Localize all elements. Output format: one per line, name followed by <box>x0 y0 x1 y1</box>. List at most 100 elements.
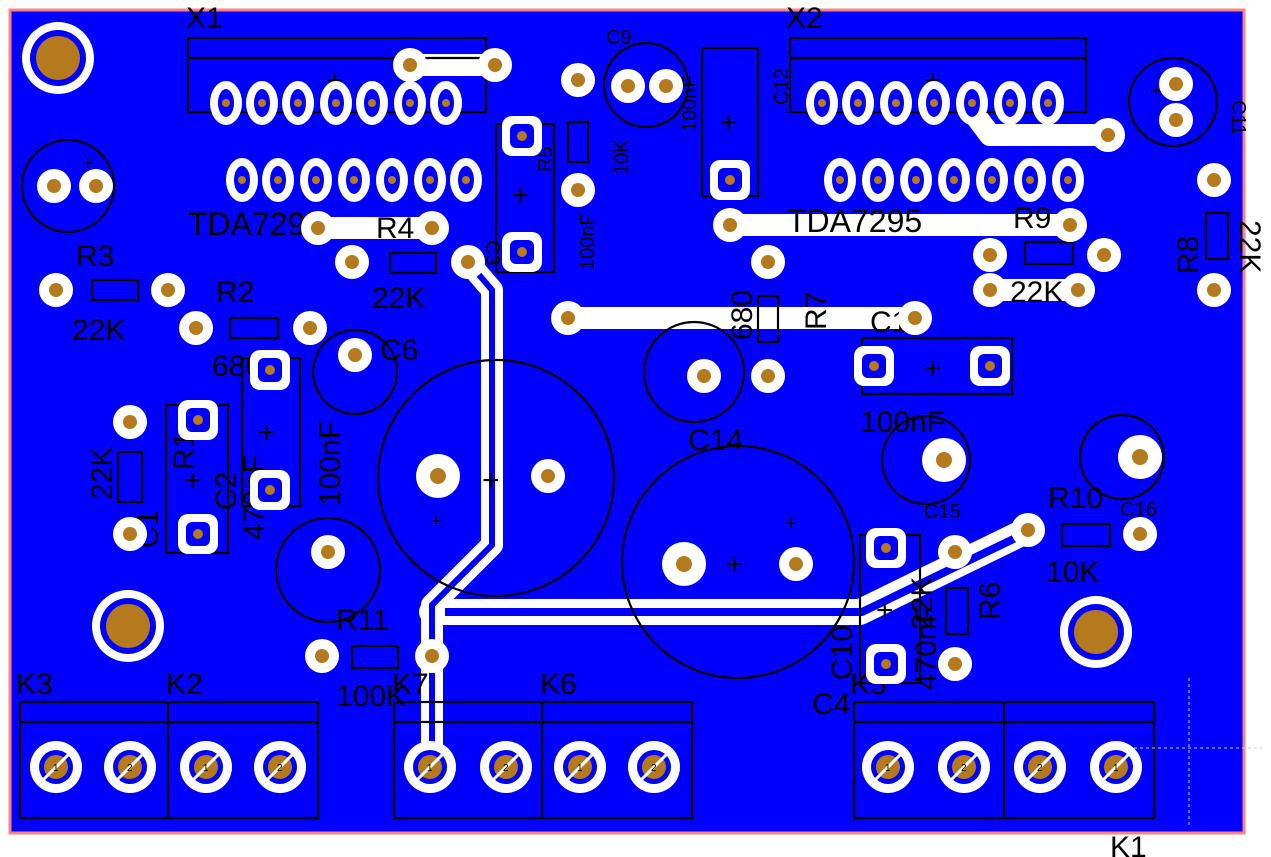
terminal-pad: 1 <box>30 741 82 793</box>
c3-label: C3 <box>481 240 503 266</box>
svg-text:+: + <box>482 464 500 497</box>
svg-text:+: + <box>924 352 942 385</box>
svg-text:+: + <box>876 594 894 627</box>
tda2-pin-bottom <box>900 158 932 202</box>
terminal-pad: 2 <box>254 741 306 793</box>
c9-value: 100nF <box>679 75 701 132</box>
square-pad <box>502 116 542 156</box>
c14-label: C14 <box>688 424 743 457</box>
round-pad <box>293 311 327 345</box>
r10-label: R10 <box>1048 482 1103 515</box>
round-pad <box>335 245 369 279</box>
k3-label: K3 <box>16 668 53 701</box>
terminal-pad: 2 <box>1014 741 1066 793</box>
square-pad <box>502 232 542 272</box>
tda1-pin-bottom <box>450 158 482 202</box>
k2-label: K2 <box>166 668 203 701</box>
r4-value: 22K <box>372 282 425 315</box>
tda2-pin-top <box>842 81 874 125</box>
tda1-pin-top <box>246 81 278 125</box>
round-pad <box>415 639 449 673</box>
tda1-pin-top <box>210 81 242 125</box>
tda1-pin-top <box>394 81 426 125</box>
square-pad <box>854 346 894 386</box>
tda2-pin-top <box>956 81 988 125</box>
round-pad <box>1159 103 1193 137</box>
svg-text:+: + <box>726 548 744 581</box>
r5-label: R5 <box>535 146 557 172</box>
round-pad <box>393 48 427 82</box>
k7-label: K7 <box>392 668 429 701</box>
round-pad <box>649 69 683 103</box>
round-pad <box>938 535 972 569</box>
c16-label: C16 <box>1120 499 1157 521</box>
terminal-pad: 1 <box>180 741 232 793</box>
large-pad <box>1118 435 1162 479</box>
round-pad <box>551 301 585 335</box>
r6-value: 22K <box>906 577 939 630</box>
c10-label: C10 <box>826 625 859 680</box>
pin-number-label: 1 <box>53 763 59 774</box>
round-pad <box>1061 273 1095 307</box>
round-pad <box>151 273 185 307</box>
c15-label: C15 <box>924 501 961 523</box>
square-pad <box>178 400 218 440</box>
square-pad <box>250 470 290 510</box>
round-pad <box>1091 118 1125 152</box>
mounting-hole <box>1060 596 1132 668</box>
large-pad <box>662 542 706 586</box>
pin-number-label: 1 <box>203 763 209 774</box>
round-pad <box>973 238 1007 272</box>
square-pad <box>866 644 906 684</box>
tda2-pin-top <box>918 81 950 125</box>
pin-number-label: 2 <box>127 763 133 774</box>
round-pad <box>301 211 335 245</box>
svg-text:+: + <box>82 153 94 175</box>
terminal-pad: 1 <box>862 741 914 793</box>
r9-value: 22K <box>1010 276 1063 309</box>
round-pad <box>478 48 512 82</box>
round-pad <box>1053 208 1087 242</box>
pin-number-label: 2 <box>503 763 509 774</box>
c9-label: C9 <box>606 27 632 49</box>
svg-text:+: + <box>1150 81 1162 103</box>
c6-label: C6 <box>380 334 418 367</box>
round-pad <box>687 359 721 393</box>
square-pad <box>970 346 1010 386</box>
svg-text:+: + <box>720 106 738 139</box>
c2b-value: 100nF <box>314 421 347 506</box>
tda2-label: TDA7295 <box>787 203 922 239</box>
round-pad <box>779 547 813 581</box>
tda1-pin-top <box>320 81 352 125</box>
round-pad <box>37 169 71 203</box>
terminal-pad: 1 <box>554 741 606 793</box>
pads-layer <box>22 22 1231 684</box>
r2-label: R2 <box>216 276 254 309</box>
round-pad <box>938 647 972 681</box>
pin-number-label: 2 <box>1037 763 1043 774</box>
mounting-hole <box>22 22 94 94</box>
round-pad <box>179 311 213 345</box>
square-pad <box>866 528 906 568</box>
tda1-pin-top <box>282 81 314 125</box>
c4-label: C4 <box>812 688 850 721</box>
r3-value: 22K <box>72 314 125 347</box>
square-pad <box>710 160 750 200</box>
terminal-pad: 1 <box>1090 741 1142 793</box>
r1-value: 22K <box>86 447 119 500</box>
terminal-pad: 2 <box>628 741 680 793</box>
round-pad <box>79 169 113 203</box>
round-pad <box>531 459 565 493</box>
tda2-pin-top <box>1032 81 1064 125</box>
round-pad <box>898 301 932 335</box>
r10-value: 10K <box>1046 556 1099 589</box>
round-pad <box>561 63 595 97</box>
r6-label: R6 <box>974 582 1007 620</box>
terminal-pad: 2 <box>480 741 532 793</box>
k1-label: K1 <box>1110 831 1147 857</box>
pin-number-label: 1 <box>1113 763 1119 774</box>
x2-label: X2 <box>786 2 823 35</box>
tda2-pin-bottom <box>824 158 856 202</box>
tda1-pin-top <box>430 81 462 125</box>
r3-label: R3 <box>76 240 114 273</box>
